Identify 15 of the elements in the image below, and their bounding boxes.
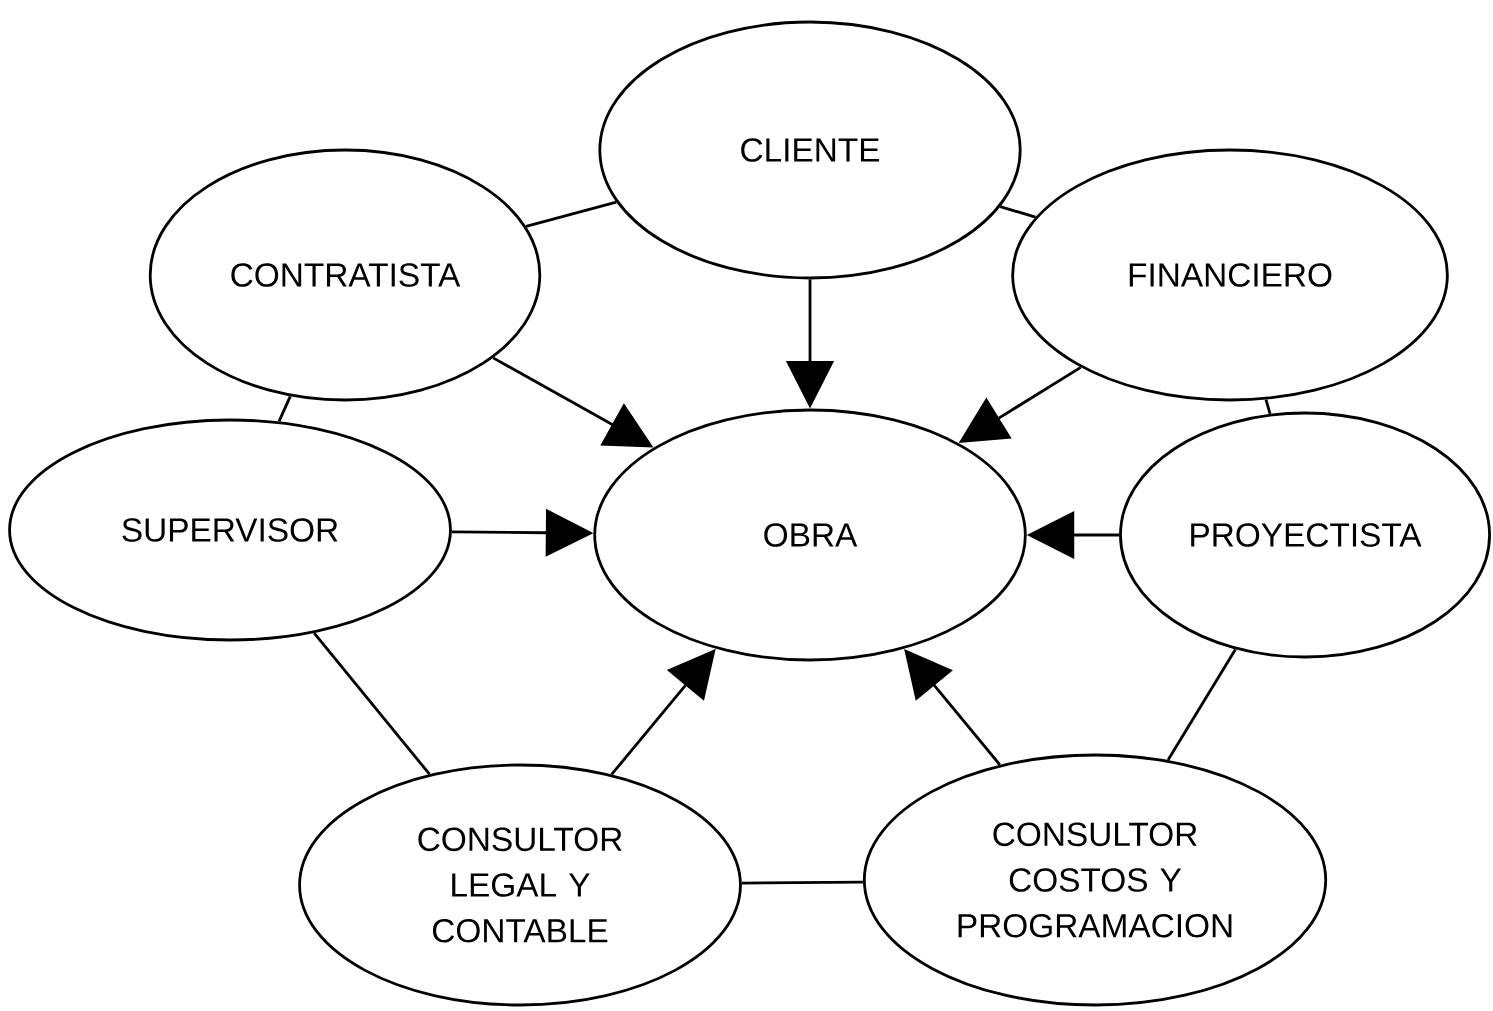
ellipse-node: OBRA [593, 408, 1027, 662]
connector-line [277, 395, 292, 422]
connector-line [999, 205, 1036, 219]
connector-line [313, 632, 431, 776]
connector-line [741, 880, 863, 885]
ellipse-node: CLIENTE [598, 20, 1022, 280]
ellipse-node: SUPERVISOR [8, 418, 452, 642]
ellipse-node: CONSULTOR COSTOS Y PROGRAMACION [862, 753, 1328, 1007]
ellipse-node: CONSULTOR LEGAL Y CONTABLE [298, 763, 742, 1007]
ellipse-node: FINANCIERO [1011, 148, 1449, 402]
ellipse-node: PROYECTISTA [1119, 411, 1491, 659]
connector-line [1166, 648, 1237, 761]
connector-line [525, 200, 617, 228]
connector-line [1264, 399, 1272, 415]
ellipse-node: CONTRATISTA [148, 148, 542, 402]
